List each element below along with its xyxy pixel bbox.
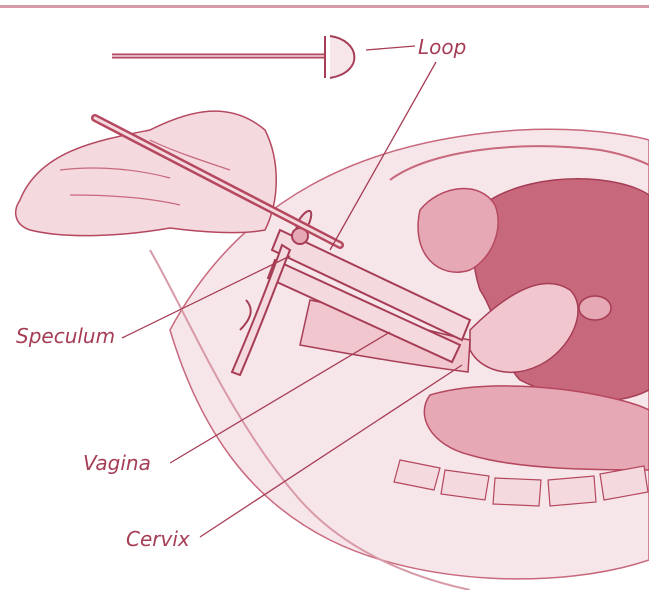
ovary-shape	[579, 296, 611, 320]
loop-leader-a	[366, 46, 415, 50]
loop-tool-icon	[112, 36, 354, 78]
label-loop: Loop	[418, 37, 466, 57]
hand-shape	[16, 111, 277, 236]
label-vagina: Vagina	[83, 453, 151, 473]
label-cervix: Cervix	[126, 529, 190, 549]
label-speculum: Speculum	[16, 326, 115, 346]
